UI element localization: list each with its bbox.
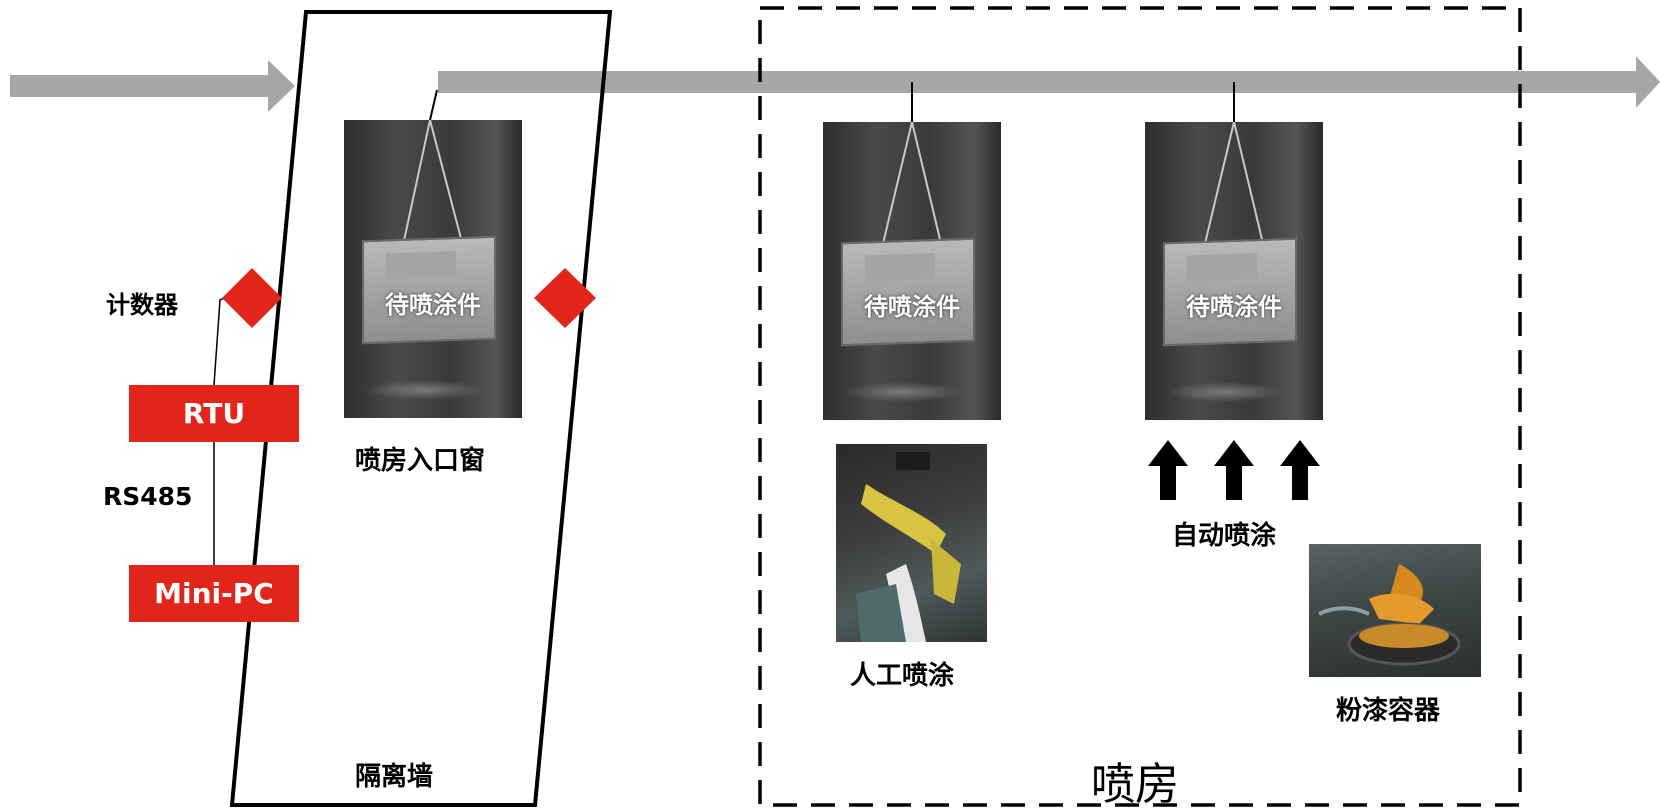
workpiece-label-auto: 待喷涂件 <box>1186 293 1282 321</box>
counter-sensor-diamond-left <box>222 268 282 328</box>
workpiece-photo-manual: 待喷涂件 <box>823 122 1001 420</box>
auto-spray-arrow-2 <box>1214 440 1254 500</box>
workpiece-photo-entrance: 待喷涂件 <box>344 120 522 418</box>
workpiece-photo-auto: 待喷涂件 <box>1145 122 1323 420</box>
isolation-wall-outline <box>229 10 613 807</box>
auto-spray-arrow-1 <box>1148 440 1188 500</box>
minipc-box: Mini-PC <box>129 565 299 622</box>
counter-sensor-diamond-right <box>534 268 596 328</box>
auto-spray-arrow-3 <box>1280 440 1320 500</box>
rs485-label: RS485 <box>103 482 193 511</box>
spray-booth-boundary <box>758 6 1522 807</box>
workpiece-label-entrance: 待喷涂件 <box>385 291 481 319</box>
main-conveyor-arrow <box>438 56 1660 108</box>
auto-spray-label: 自动喷涂 <box>1172 521 1277 551</box>
hanger-line-entrance <box>429 89 438 121</box>
manual-spray-label: 人工喷涂 <box>850 661 955 691</box>
entrance-window-label: 喷房入口窗 <box>355 446 486 476</box>
workpiece-label-manual: 待喷涂件 <box>864 293 960 321</box>
manual-spray-gun-photo <box>836 444 987 642</box>
incoming-conveyor-arrow <box>10 60 295 112</box>
powder-container-photo <box>1309 544 1481 677</box>
rtu-box: RTU <box>129 385 299 442</box>
counter-label: 计数器 <box>106 291 178 319</box>
isolation-wall-label: 隔离墙 <box>355 762 434 792</box>
counter-wire <box>213 295 229 386</box>
spray-booth-label: 喷房 <box>1091 759 1179 810</box>
powder-container-label: 粉漆容器 <box>1336 696 1441 726</box>
